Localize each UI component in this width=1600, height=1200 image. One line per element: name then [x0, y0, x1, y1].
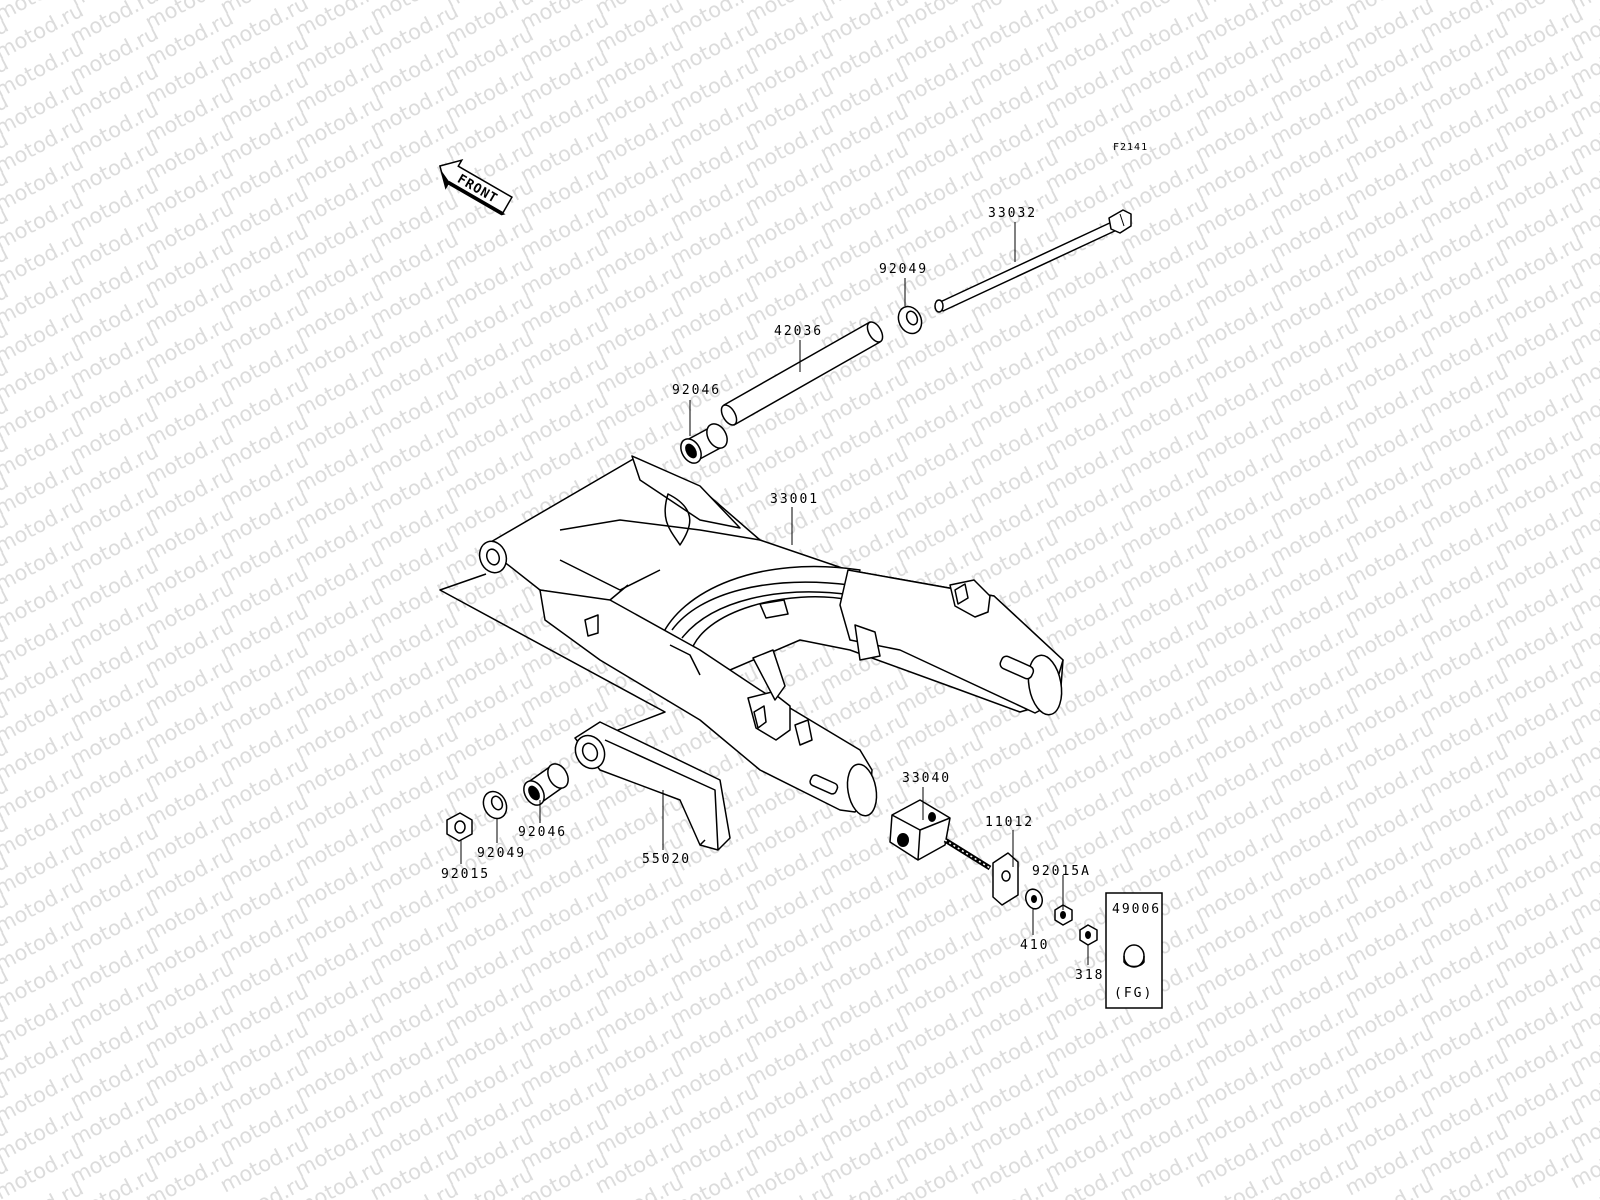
- adjuster-plate: [992, 852, 1019, 906]
- part-label-92049-top: 92049: [879, 262, 928, 277]
- part-label-55020: 55020: [642, 852, 691, 867]
- part-label-410: 410: [1020, 938, 1049, 953]
- part-label-92015a: 92015A: [1032, 864, 1091, 879]
- part-label-11012: 11012: [985, 815, 1034, 830]
- pivot-nut: [446, 812, 473, 842]
- optional-label: (FG): [1114, 986, 1153, 1001]
- part-label-42036: 42036: [774, 324, 823, 339]
- part-label-92046-bottom: 92046: [518, 825, 567, 840]
- nut-318: [1079, 924, 1098, 946]
- part-label-49006: 49006: [1112, 902, 1161, 917]
- part-label-92015: 92015: [441, 867, 490, 882]
- part-label-33040: 33040: [902, 771, 951, 786]
- part-label-33001: 33001: [770, 492, 819, 507]
- part-label-318: 318: [1075, 968, 1104, 983]
- part-label-92046-top: 92046: [672, 383, 721, 398]
- figure-code: F2141: [1113, 142, 1148, 153]
- part-label-33032: 33032: [988, 206, 1037, 221]
- part-label-92049-bottom: 92049: [477, 846, 526, 861]
